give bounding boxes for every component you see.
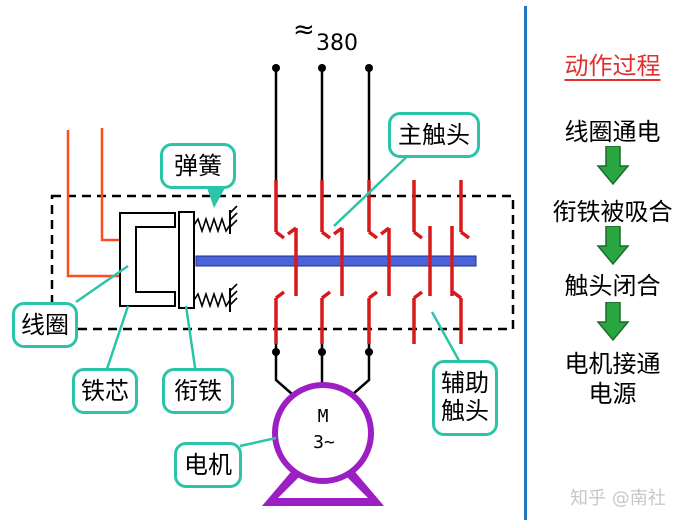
panel-divider — [524, 6, 527, 520]
callout-spring-label: 弹簧 — [174, 152, 222, 180]
supply-symbol: ≈ — [293, 15, 315, 45]
down-arrow-icon — [596, 146, 630, 186]
motor-letter: M — [317, 406, 329, 427]
callout-armature-label: 衔铁 — [174, 377, 222, 405]
armature — [178, 211, 195, 309]
iron-core — [119, 212, 176, 307]
callout-aux-contacts-line1: 辅助 — [441, 369, 489, 397]
callout-main-contacts-label: 主触头 — [398, 121, 470, 149]
process-title: 动作过程 — [564, 52, 661, 80]
callout-aux-contacts-line2: 触头 — [441, 397, 489, 425]
motor-body — [272, 382, 374, 484]
actuating-rod — [195, 255, 477, 267]
auxiliary-contacts — [412, 180, 471, 344]
main-contacts — [274, 180, 391, 344]
contactor-enclosure — [50, 194, 515, 331]
motor-feed-terminals — [272, 348, 373, 356]
process-step-1: 线圈通电 — [564, 118, 661, 146]
supply-terminals — [272, 64, 373, 72]
down-arrow-icon — [596, 302, 630, 342]
callout-motor: 电机 — [174, 442, 242, 488]
callout-coil: 线圈 — [12, 302, 78, 348]
down-arrow-icon — [596, 226, 630, 266]
process-step-3: 触头闭合 — [564, 272, 661, 300]
motor-phase: 3~ — [313, 432, 335, 453]
spring-pointer-tip — [207, 188, 225, 208]
callout-pointers — [75, 147, 464, 448]
callout-motor-label: 电机 — [184, 451, 232, 479]
callout-spring: 弹簧 — [160, 143, 236, 189]
callout-coil-label: 线圈 — [21, 311, 69, 339]
spring-lower — [193, 283, 238, 312]
callout-core: 铁芯 — [72, 368, 138, 414]
callout-core-label: 铁芯 — [81, 377, 129, 405]
process-step-4: 电机接通 — [564, 350, 661, 378]
process-step-2: 衔铁被吸合 — [552, 198, 673, 226]
supply-lines — [274, 68, 371, 180]
watermark: 知乎 @南社 — [570, 488, 666, 509]
motor-base-inner — [278, 474, 368, 498]
callout-main-contacts: 主触头 — [388, 112, 480, 158]
supply-voltage: 380 — [316, 31, 358, 56]
process-step-5: 电源 — [588, 380, 637, 408]
spring-upper — [193, 205, 238, 234]
callout-aux-contacts: 辅助 触头 — [432, 360, 498, 436]
callout-armature: 衔铁 — [162, 368, 234, 414]
